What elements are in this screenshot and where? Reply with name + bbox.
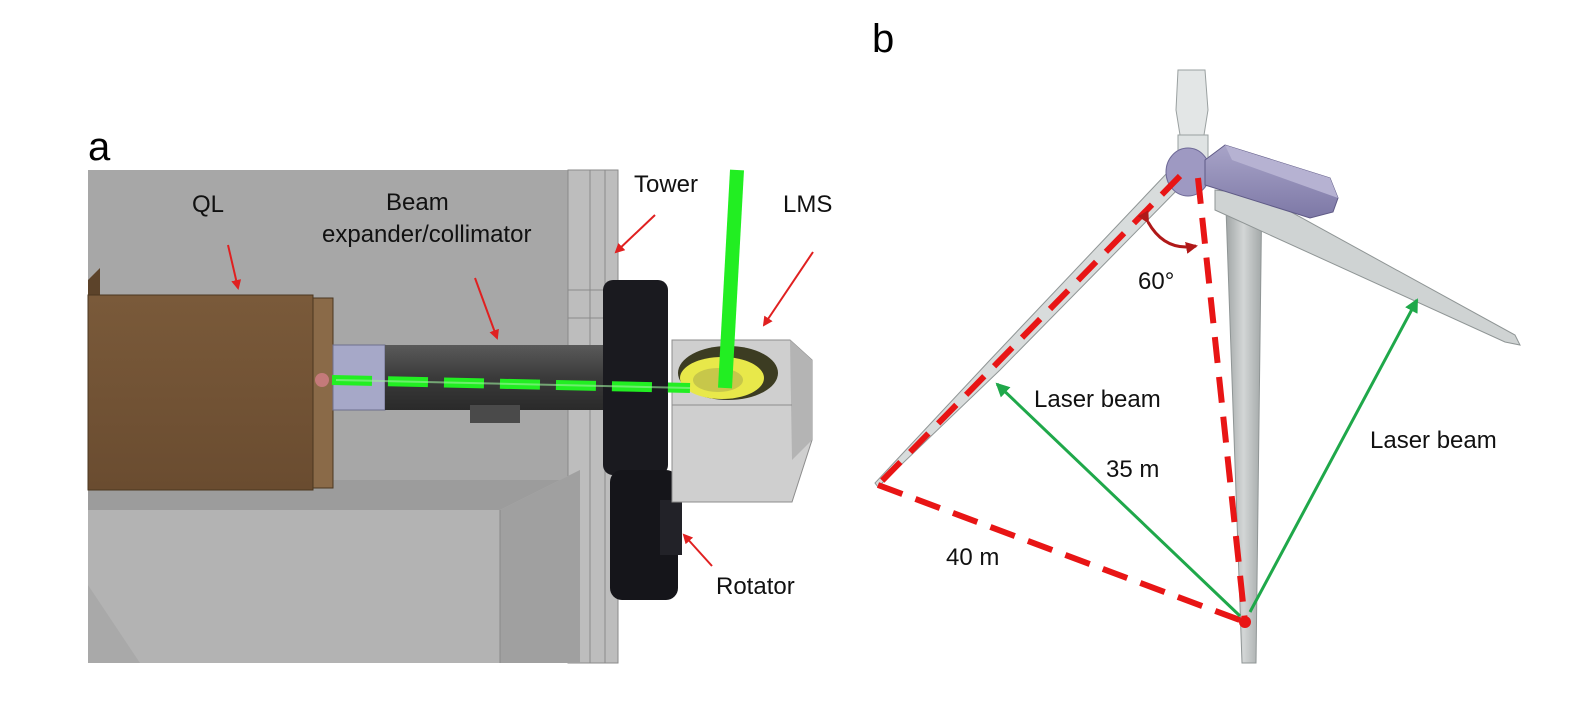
arrow-rotator xyxy=(682,533,713,567)
panel-b-letter: b xyxy=(872,17,894,61)
label-ql: QL xyxy=(192,191,224,218)
lms-point xyxy=(1239,616,1251,628)
laser-beam-vertical xyxy=(718,169,744,389)
label-laser-beam-right: Laser beam xyxy=(1370,427,1497,454)
measurement-triangle xyxy=(875,173,1251,628)
label-laser-beam-left: Laser beam xyxy=(1034,386,1161,413)
label-lms: LMS xyxy=(783,191,832,218)
panel-a: a xyxy=(87,125,832,664)
triangle-edge-40m xyxy=(876,482,1247,625)
label-rotator: Rotator xyxy=(716,573,795,600)
platform xyxy=(88,470,580,663)
label-beam-line1: Beam xyxy=(386,189,449,216)
label-beam-line2: expander/collimator xyxy=(322,221,531,248)
hub xyxy=(1165,147,1211,197)
panel-b: b 60° xyxy=(872,17,1521,664)
laser-beam-arrow-left xyxy=(995,382,1242,618)
ql-box xyxy=(87,294,314,491)
ql-box-side xyxy=(312,297,334,489)
angle-arc xyxy=(1137,210,1198,254)
label-35m: 35 m xyxy=(1106,456,1159,483)
arrow-ql xyxy=(227,244,242,290)
triangle-edge-blade xyxy=(875,173,1183,488)
arrow-lms xyxy=(762,251,814,327)
laser-beam-arrow-right xyxy=(1248,298,1419,613)
arrow-beam-expander xyxy=(474,277,499,340)
panel-a-letter: a xyxy=(88,125,111,169)
label-angle: 60° xyxy=(1138,268,1174,295)
arrow-tower xyxy=(614,214,656,254)
label-40m: 40 m xyxy=(946,544,999,571)
rotator-plate xyxy=(603,280,668,475)
panel-a-render xyxy=(87,169,813,664)
label-tower: Tower xyxy=(634,171,698,198)
triangle-edge-tower xyxy=(1195,177,1248,623)
